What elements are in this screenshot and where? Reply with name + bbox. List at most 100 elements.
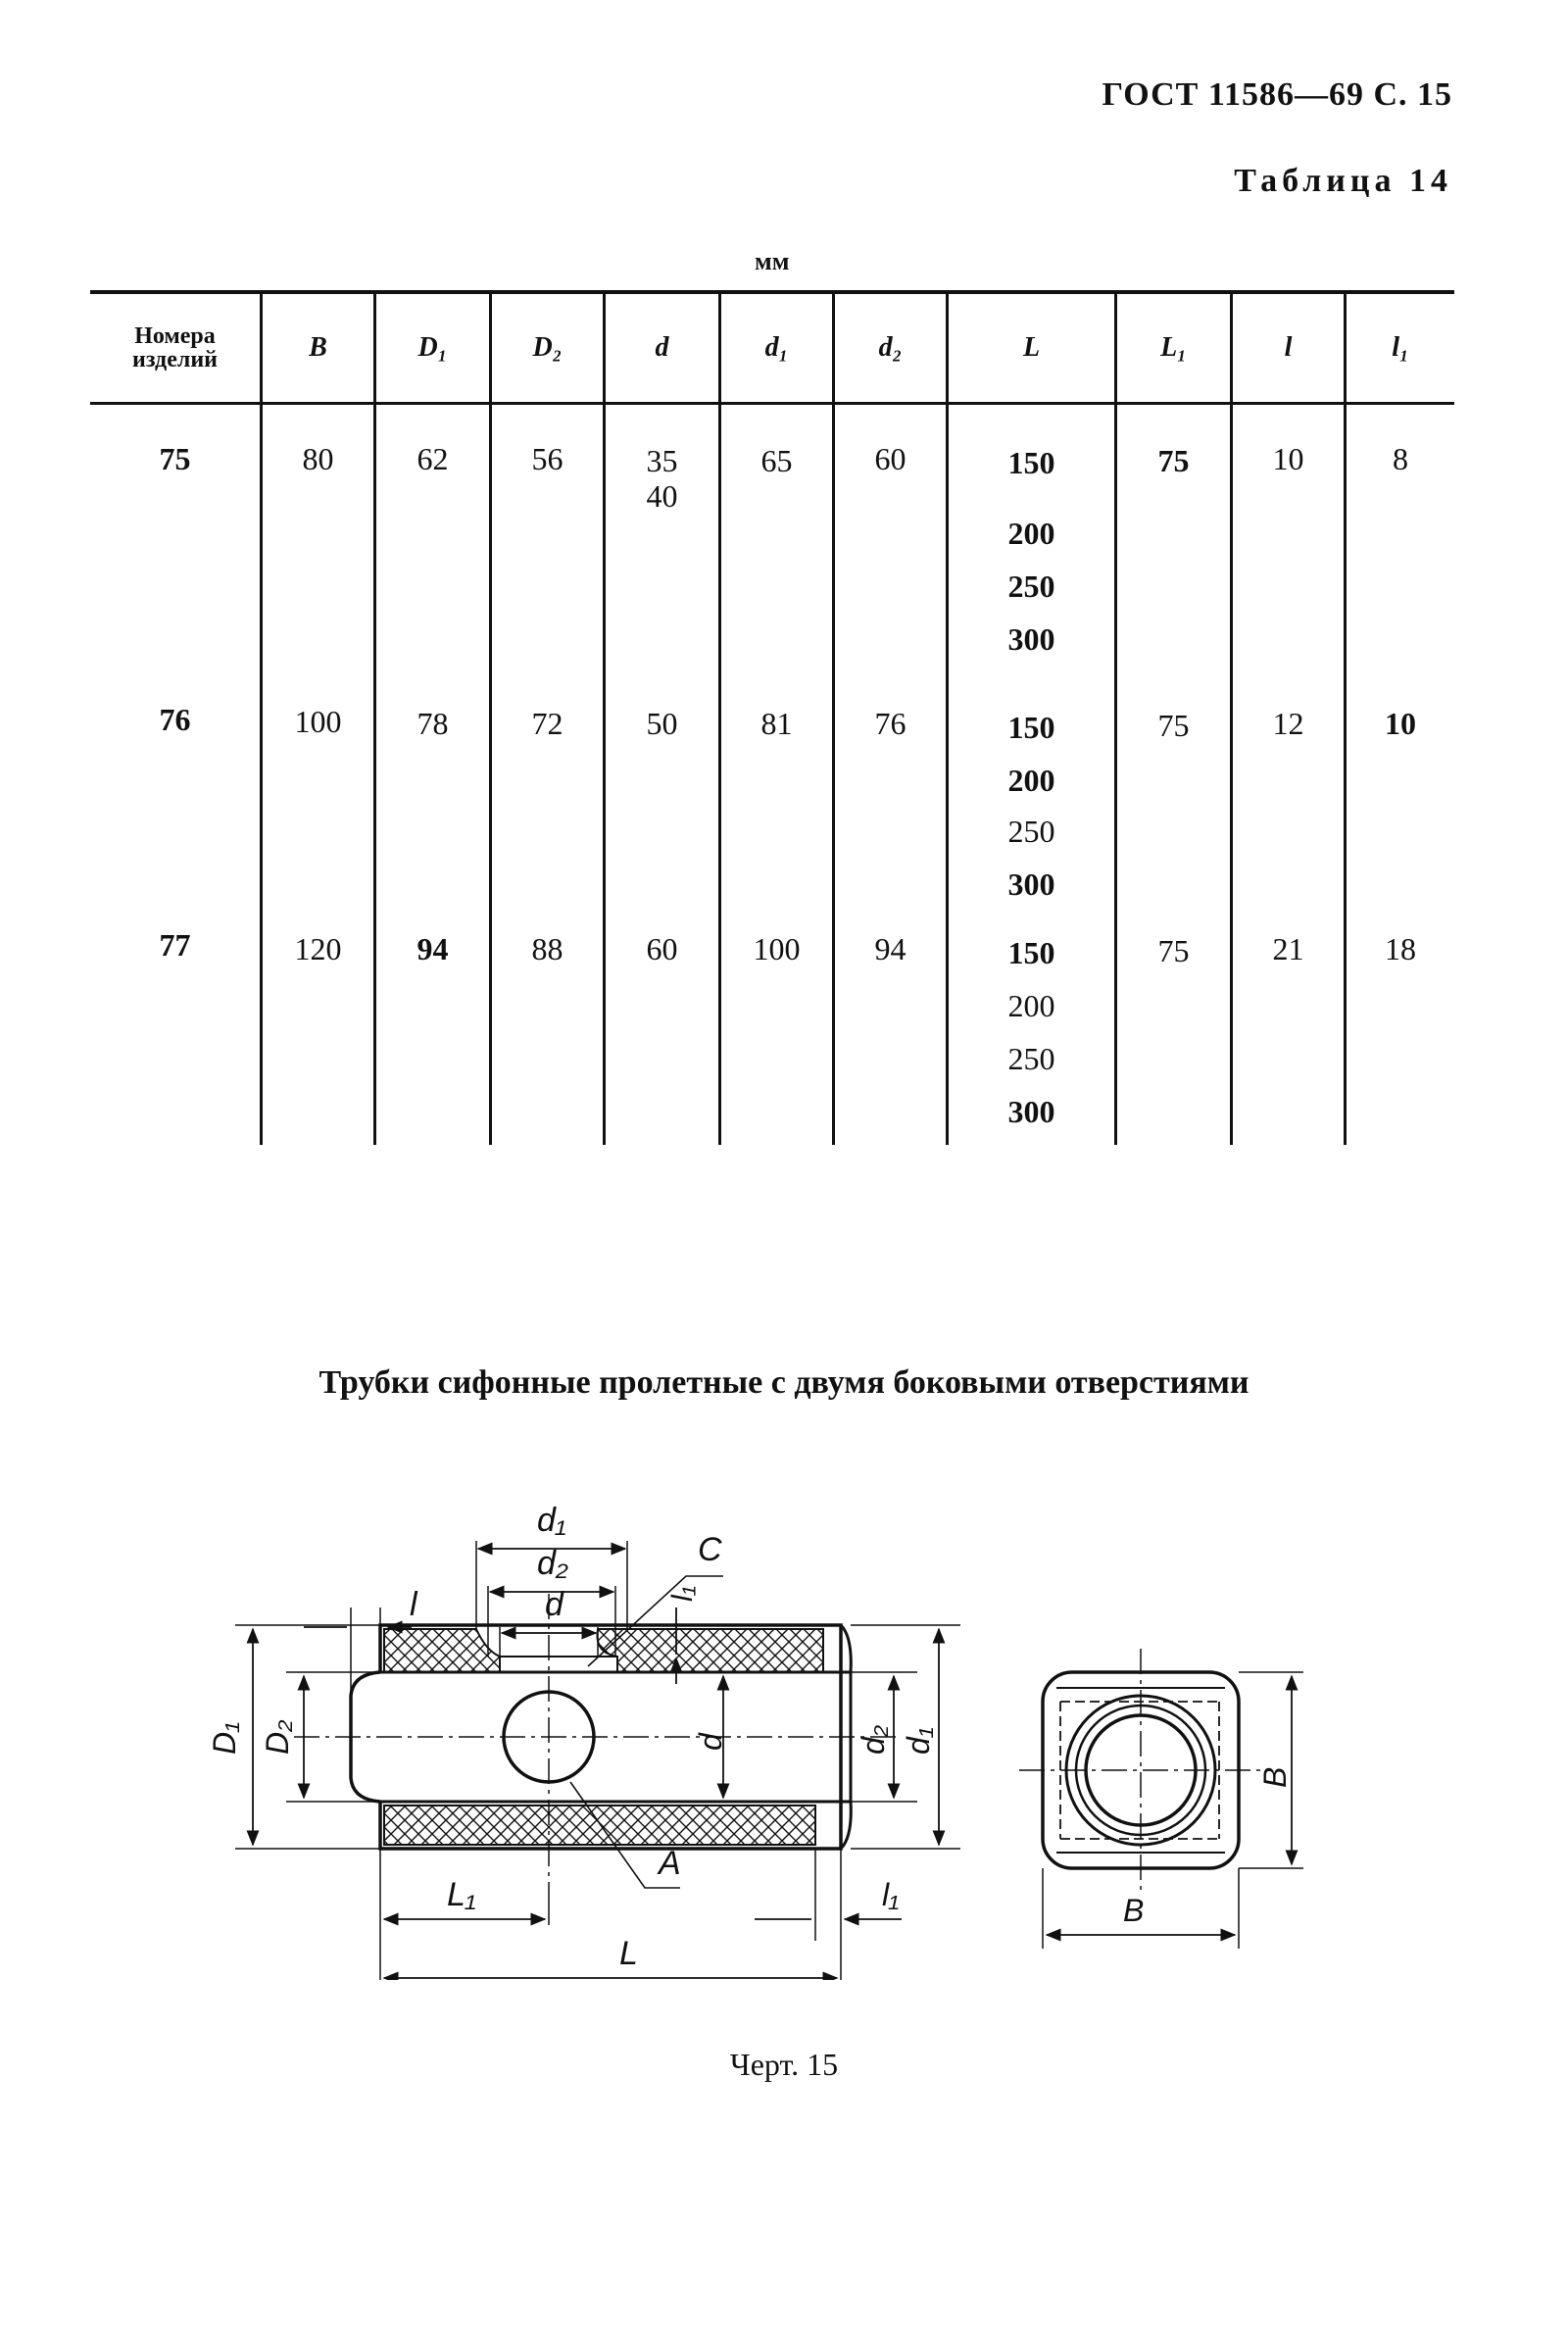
column-header-d2: d₂ [878, 332, 903, 363]
cell-L1: 75 [1157, 708, 1190, 743]
column-header-label: Номера изделий [132, 323, 218, 372]
column-header-L: L [1022, 332, 1041, 363]
cell-D2: 56 [531, 441, 564, 476]
column-header-D1: D₁ [417, 332, 448, 363]
end-view-dashed [1059, 1701, 1220, 1840]
label-d-vert: d [693, 1732, 728, 1751]
column-header-d: d [655, 332, 669, 363]
cell-d2: 76 [874, 706, 906, 741]
dim-ext-line [851, 1624, 960, 1850]
cell-d: 60 [646, 931, 678, 966]
cell-l1: 18 [1385, 931, 1416, 966]
cell-number: 76 [159, 702, 191, 737]
cell-D2: 88 [531, 931, 564, 966]
label-l1-bottom: l₁ [882, 1877, 899, 1912]
side-view: d₁ d₂ d C l l₁ d D₁ D₂ d₂ [207, 1502, 960, 1980]
cell-L: 250 [1007, 1041, 1055, 1076]
cell-l: 21 [1272, 931, 1304, 966]
cell-l1: 10 [1385, 706, 1416, 741]
table-col-rule [489, 294, 492, 1145]
cell-L1: 75 [1157, 443, 1190, 478]
end-view-axis [1019, 1649, 1266, 1892]
cell-L: 150 [1007, 935, 1055, 970]
cell-d1: 100 [753, 931, 801, 966]
label-C: C [698, 1531, 722, 1568]
label-A: A [657, 1845, 681, 1882]
table-col-rule [832, 294, 835, 1145]
table-unit: мм [755, 247, 790, 275]
label-d2: d₂ [537, 1545, 568, 1582]
document-reference: ГОСТ 11586—69 С. 15 [1102, 76, 1452, 113]
table-col-rule [718, 294, 721, 1145]
column-header-number: Номера изделий [90, 294, 260, 402]
cell-number: 77 [159, 927, 191, 963]
cell-d2: 60 [874, 441, 906, 476]
table-title: Таблица 14 [1234, 163, 1452, 199]
cell-D1: 78 [416, 706, 449, 741]
label-B-horiz: B [1123, 1893, 1144, 1928]
label-l1-vert: l₁ [666, 1586, 699, 1602]
table-rule-header [90, 402, 1454, 405]
cell-l: 10 [1272, 441, 1304, 476]
table-col-rule [603, 294, 606, 1145]
table-rule-top [90, 290, 1454, 294]
end-view: B B [1019, 1649, 1303, 1949]
label-D2: D₂ [260, 1720, 295, 1755]
cell-B: 100 [294, 704, 342, 739]
end-view-inner-edge [1056, 1687, 1225, 1854]
column-header-L1: L₁ [1160, 332, 1187, 363]
column-header-B: B [309, 332, 327, 363]
dim-ext-line [1042, 1671, 1303, 1949]
column-header-l1: l₁ [1392, 332, 1409, 363]
column-header-d1: d₁ [764, 332, 789, 363]
cell-l: 12 [1272, 706, 1304, 741]
leader-C [587, 1575, 723, 1667]
cell-d: 35 [646, 443, 678, 478]
cell-l1: 8 [1393, 441, 1408, 476]
cell-L: 200 [1007, 988, 1055, 1023]
cell-d: 50 [646, 706, 678, 741]
label-B-vert: B [1257, 1767, 1293, 1788]
table-col-rule [260, 294, 263, 1145]
column-header-D2: D₂ [532, 332, 563, 363]
cell-L: 150 [1007, 445, 1055, 480]
figure-caption: Черт. 15 [729, 2047, 839, 2082]
cell-D2: 72 [531, 706, 564, 741]
cell-L1: 75 [1157, 933, 1190, 968]
cell-d1: 81 [760, 706, 793, 741]
wall-top-left [383, 1628, 501, 1673]
column-header-l: l [1284, 332, 1293, 363]
cell-D1: 94 [416, 931, 449, 966]
section-title: Трубки сифонные пролетные с двумя боковы… [318, 1364, 1250, 1401]
table-col-rule [1230, 294, 1233, 1145]
label-L: L [619, 1935, 638, 1972]
cell-L: 200 [1007, 763, 1055, 798]
table-col-rule [946, 294, 949, 1145]
cell-d: 40 [646, 478, 678, 514]
dim-ext-line [379, 1849, 842, 1980]
label-d2-right: d₂ [856, 1725, 891, 1755]
cell-L: 200 [1007, 516, 1055, 551]
label-D1: D₁ [207, 1722, 242, 1755]
cell-number: 75 [159, 441, 191, 476]
table-col-rule [373, 294, 376, 1145]
cell-L: 300 [1007, 621, 1055, 657]
label-L1: L₁ [447, 1876, 476, 1913]
wall-top-right [596, 1628, 824, 1673]
cell-L: 250 [1007, 569, 1055, 604]
label-d1: d₁ [537, 1502, 566, 1539]
label-d1-right: d₁ [901, 1727, 936, 1755]
cell-B: 80 [302, 441, 334, 476]
table-col-rule [1114, 294, 1117, 1145]
leader-A [569, 1781, 680, 1889]
dim-ext-line [475, 1541, 628, 1657]
table-col-rule [1344, 294, 1347, 1145]
dim-ext-line [235, 1624, 380, 1850]
cell-d2: 94 [874, 931, 906, 966]
dim-ext-line [350, 1608, 381, 1696]
cell-L: 300 [1007, 1094, 1055, 1129]
cell-L: 300 [1007, 866, 1055, 902]
cell-L: 250 [1007, 814, 1055, 849]
label-d: d [545, 1586, 564, 1623]
cell-D1: 62 [416, 441, 449, 476]
